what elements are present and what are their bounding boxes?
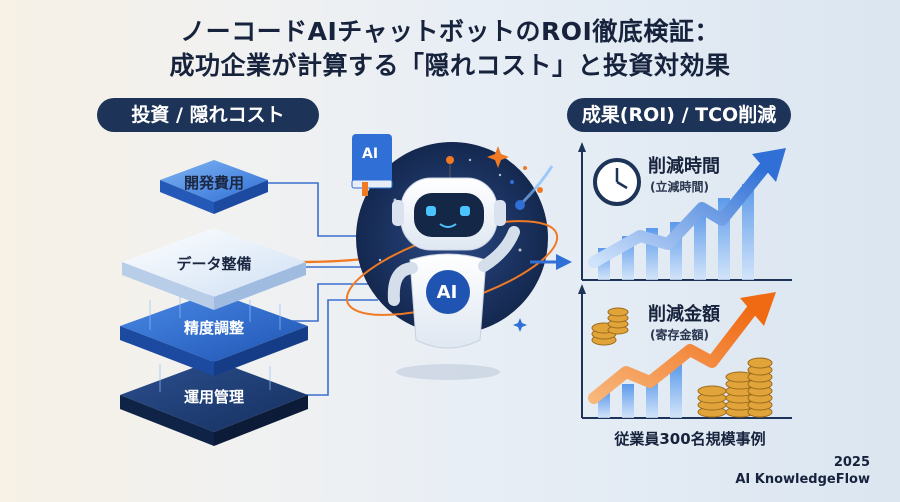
layer-data xyxy=(122,228,306,310)
layer-tuning xyxy=(120,292,308,376)
layer-label-development: 開発費用 xyxy=(183,174,244,192)
layer-label-tuning: 精度調整 xyxy=(183,319,244,337)
time-savings-subtitle: (立減時間) xyxy=(650,180,709,194)
time-savings-title: 削減時間 xyxy=(648,156,720,177)
cost-savings-title: 削減金額 xyxy=(648,304,720,325)
book-icon xyxy=(351,134,393,196)
cost-savings-subtitle: (寄存金額) xyxy=(650,328,709,342)
layer-label-data: データ整備 xyxy=(176,255,252,273)
cost-layer-stack xyxy=(120,160,308,446)
page-title-line1: ノーコードAIチャットボットのROI徹底検証： xyxy=(180,17,720,46)
layer-development xyxy=(160,160,268,214)
layer-operations xyxy=(120,360,308,446)
page-title-line2: 成功企業が計算する「隠れコスト」と投資対効果 xyxy=(169,51,731,80)
robot-chest-label: AI xyxy=(436,282,458,303)
case-caption: 従業員300名規模事例 xyxy=(614,430,766,448)
cost-savings-chart xyxy=(578,284,792,419)
time-savings-chart xyxy=(578,142,792,281)
sparkles xyxy=(487,146,543,193)
layer-label-operations: 運用管理 xyxy=(183,388,244,406)
output-arrow xyxy=(530,254,572,270)
footer-brand: AI KnowledgeFlow xyxy=(735,472,870,487)
robot-mascot xyxy=(387,156,520,349)
footer-year: 2025 xyxy=(833,455,870,470)
roi-heading: 成果(ROI) / TCO削減 xyxy=(567,98,791,132)
investment-heading: 投資 / 隠れコスト xyxy=(97,98,319,132)
book-label: AI xyxy=(362,146,379,162)
